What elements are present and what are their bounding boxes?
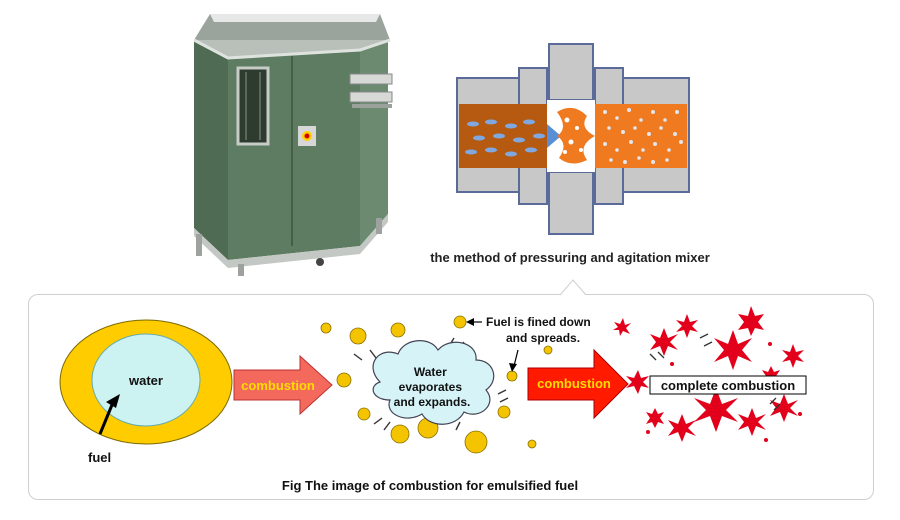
combustion-arrow-2 <box>527 348 629 420</box>
combustion-diagram: water fuel combustion Water evaporates a… <box>59 306 807 493</box>
figure-caption: Fig The image of combustion for emulsifi… <box>282 478 578 493</box>
pressure-agitation-mixer-diagram <box>456 43 690 235</box>
cloud-label: Water evaporates and expands. <box>394 365 471 409</box>
fuel-droplets <box>320 315 553 454</box>
steam-cloud <box>372 340 495 425</box>
combustion-arrow-1 <box>233 354 333 416</box>
complete-combustion-label: complete combustion <box>661 378 795 393</box>
combustion-sparks <box>613 306 804 442</box>
combustion-arrow-2-label: combustion <box>537 376 611 391</box>
emulsion-machine-illustration <box>193 14 393 276</box>
mixer-caption: the method of pressuring and agitation m… <box>430 250 710 265</box>
spread-label: Fuel is fined down and spreads. <box>486 315 594 345</box>
water-label: water <box>128 373 163 388</box>
water-core <box>91 333 201 427</box>
fuel-label: fuel <box>88 450 111 465</box>
combustion-arrow-1-label: combustion <box>241 378 315 393</box>
complete-combustion-box <box>649 375 807 395</box>
callout-pointer <box>560 279 587 296</box>
